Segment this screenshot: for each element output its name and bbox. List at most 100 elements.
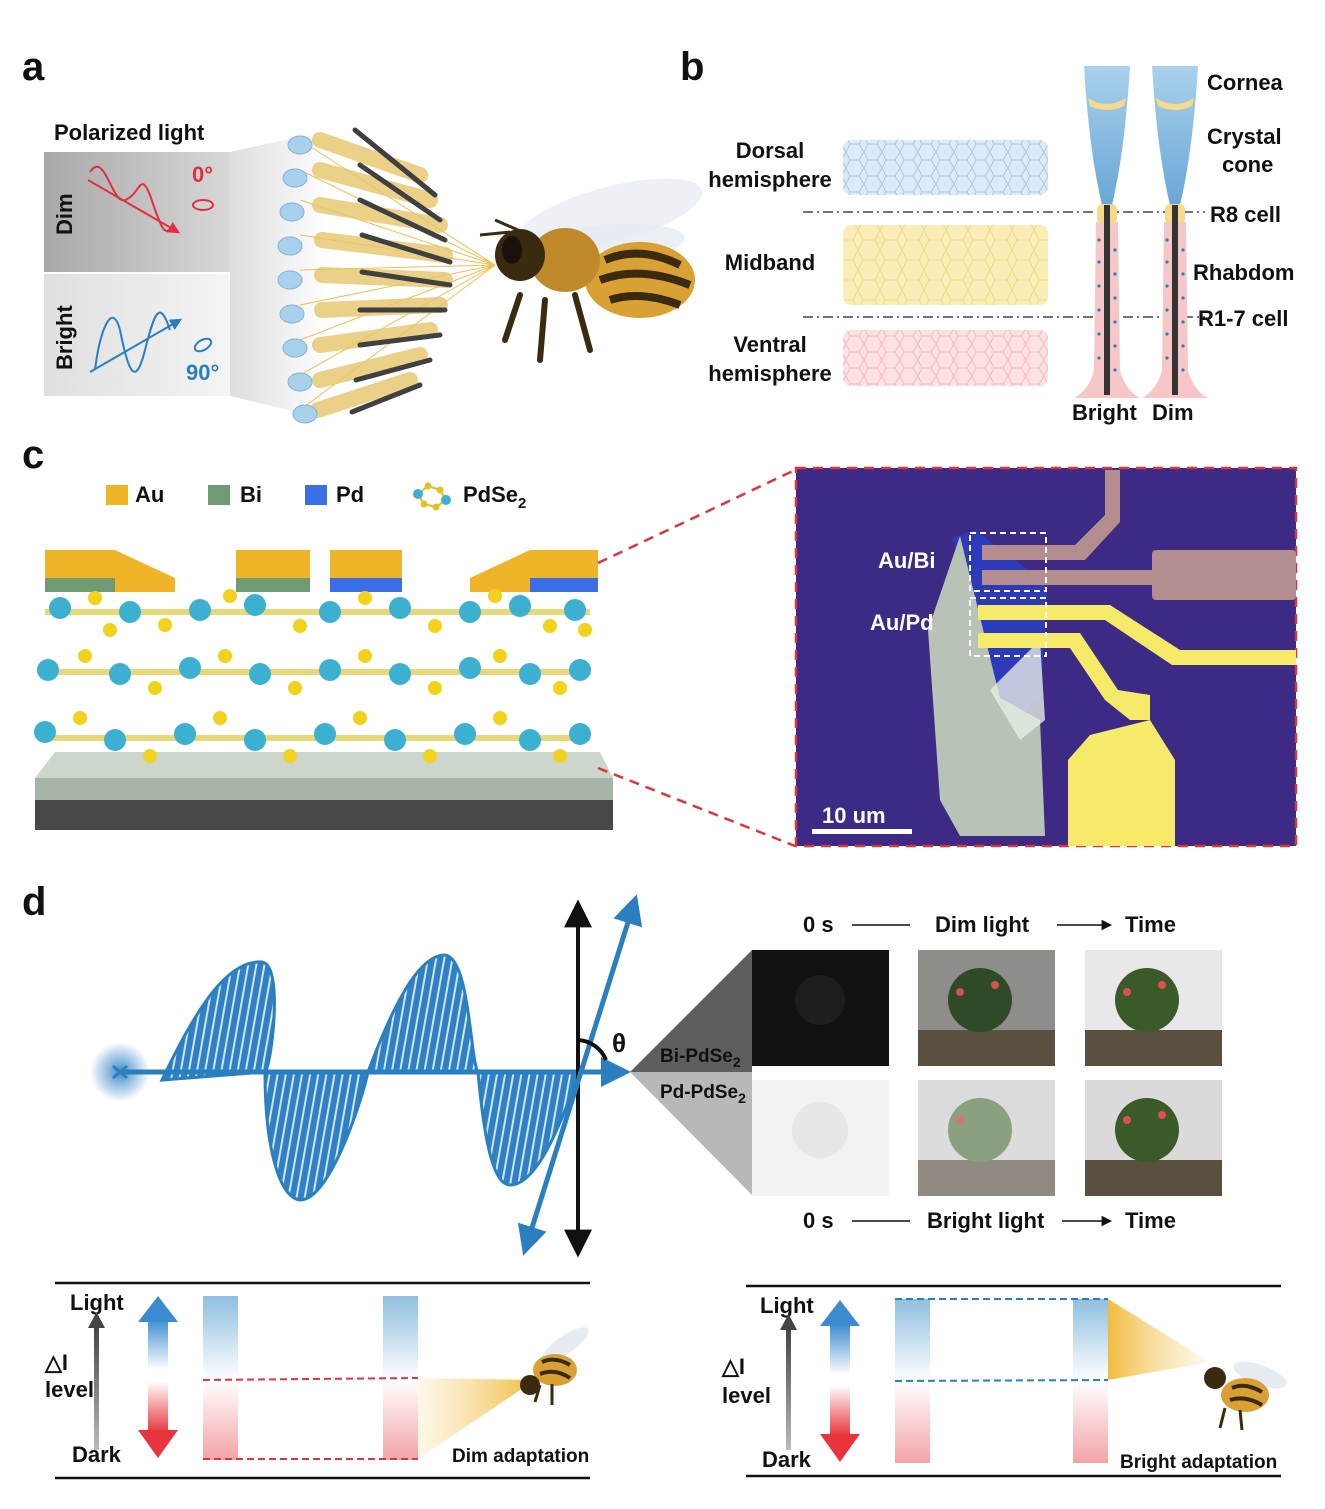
panel-label-a: a: [22, 45, 45, 89]
image-tile-bright-0s: [752, 1080, 889, 1196]
dim-box: [44, 152, 230, 272]
fan-lower: [630, 1072, 752, 1195]
panel-d: θ Bi-PdSe2 Pd-PdSe2 0 s Dim light Time: [44, 894, 1287, 1480]
dim-adaptation-diagram: Light Dark △I level Dim adaptatio: [44, 1281, 590, 1480]
right-axis-light: Light: [760, 1293, 814, 1318]
legend-swatch-bi: [208, 485, 230, 505]
right-bar-1-bottom: [895, 1381, 930, 1463]
left-bar-1-top: [203, 1296, 238, 1380]
bee-small-right: [1204, 1361, 1287, 1431]
region-ventral-1: Ventral: [733, 332, 806, 357]
legend-swatch-au: [106, 485, 128, 505]
label-au-bi: Au/Bi: [878, 548, 935, 573]
region-dorsal-2: hemisphere: [708, 167, 832, 192]
region-midband: Midband: [725, 250, 815, 275]
right-bar-2-bottom: [1073, 1381, 1108, 1463]
right-bar-1-top: [895, 1299, 930, 1381]
atom-layer-2: [37, 649, 591, 695]
bee-small-left: [520, 1327, 589, 1405]
fan-upper: [630, 950, 752, 1072]
atom-layer-1: [45, 589, 592, 637]
bright-wave: [89, 311, 183, 373]
bottom-timeline-mid: Bright light: [927, 1208, 1045, 1233]
left-axis-word: level: [45, 1377, 94, 1402]
dim-label: Dim: [52, 193, 77, 235]
zoom-line-bottom: [597, 766, 796, 848]
theta-arc: [577, 1038, 608, 1061]
midband-hex-patch: [843, 225, 1048, 305]
panel-b: Dorsal hemisphere Midband Ventral hemisp…: [708, 66, 1294, 425]
right-caption: Bright adaptation: [1120, 1452, 1277, 1473]
right-axis-dark: Dark: [762, 1447, 812, 1472]
part-cornea: Cornea: [1207, 70, 1284, 95]
top-timeline-mid: Dim light: [935, 912, 1030, 937]
column-dim: Dim: [1152, 400, 1194, 425]
image-tile-bright-mid: [918, 1080, 1055, 1196]
left-axis-symbol: △I: [44, 1350, 68, 1375]
left-bar-2-bottom: [383, 1380, 418, 1460]
column-bright: Bright: [1072, 400, 1137, 425]
image-tile-bright-end: [1085, 1080, 1222, 1196]
image-tile-dim-0s: [752, 950, 889, 1066]
scale-bar: [812, 829, 912, 834]
au-bi-box: [969, 532, 1047, 592]
ommatidium-dim: [1142, 66, 1208, 398]
panel-a: Polarized light Dim Bright 0° 90°: [44, 120, 703, 424]
ommatidia-fan: [277, 127, 496, 424]
atom-layer-3: [34, 711, 591, 763]
bottom-timeline-start: 0 s: [803, 1208, 834, 1233]
bright-adaptation-diagram: Light Dark △I level Bright adapta: [721, 1284, 1287, 1478]
image-tile-dim-mid: [918, 950, 1055, 1066]
left-level-arrow: [148, 1318, 168, 1433]
theta-label: θ: [612, 1028, 626, 1058]
legend-bi: Bi: [240, 482, 262, 507]
left-caption: Dim adaptation: [452, 1446, 589, 1467]
part-rhabdom: Rhabdom: [1193, 260, 1294, 285]
image-tile-dim-end: [1085, 950, 1222, 1066]
part-r8-cell: R8 cell: [1210, 202, 1281, 227]
legend-au: Au: [135, 482, 164, 507]
scale-label: 10 um: [822, 803, 886, 828]
legend-swatch-pd: [305, 485, 327, 505]
polarized-wave: [120, 953, 631, 1202]
right-bar-2-top: [1073, 1299, 1108, 1381]
optical-micrograph: Au/Bi Au/Pd 10 um: [794, 466, 1298, 848]
bottom-timeline-end: Time: [1125, 1208, 1176, 1233]
part-cone: cone: [1222, 152, 1273, 177]
dim-wave: [87, 165, 181, 234]
dorsal-hex-patch: [843, 140, 1048, 195]
device-bottom-label: Pd-PdSe2: [660, 1082, 746, 1106]
bee-illustration: [479, 178, 703, 363]
angle-bright: 90°: [186, 360, 219, 385]
polarization-axis-arrow: [517, 894, 643, 1256]
left-bar-1-bottom: [203, 1380, 238, 1460]
label-au-pd: Au/Pd: [870, 610, 934, 635]
bright-box: [44, 274, 230, 396]
polarized-light-title: Polarized light: [54, 120, 205, 145]
right-axis-symbol: △I: [721, 1354, 745, 1379]
pdse2-molecule-icon: [413, 482, 451, 511]
left-axis-light: Light: [70, 1290, 124, 1315]
panel-label-b: b: [680, 45, 704, 89]
angle-dim: 0°: [192, 162, 213, 187]
right-level-arrow: [830, 1324, 850, 1436]
bright-label: Bright: [52, 305, 77, 370]
region-dorsal-1: Dorsal: [736, 138, 804, 163]
panel-label-c: c: [22, 433, 44, 477]
ommatidium-bright: [1074, 66, 1140, 398]
bright-polarization-icon: [193, 337, 213, 353]
right-axis-word: level: [722, 1383, 771, 1408]
legend-pdse2: PdSe2: [463, 482, 526, 512]
panel-label-d: d: [22, 880, 46, 924]
top-timeline-start: 0 s: [803, 912, 834, 937]
region-ventral-2: hemisphere: [708, 361, 832, 386]
dim-polarization-icon: [192, 199, 214, 211]
top-timeline-end: Time: [1125, 912, 1176, 937]
legend-pd: Pd: [336, 482, 364, 507]
part-r17-cell: R1-7 cell: [1198, 306, 1289, 331]
zoom-line-top: [597, 468, 796, 565]
au-pd-box: [969, 597, 1047, 657]
panel-c: Au Bi Pd PdSe2: [34, 466, 1298, 848]
pdse2-device-3d: [34, 550, 613, 830]
